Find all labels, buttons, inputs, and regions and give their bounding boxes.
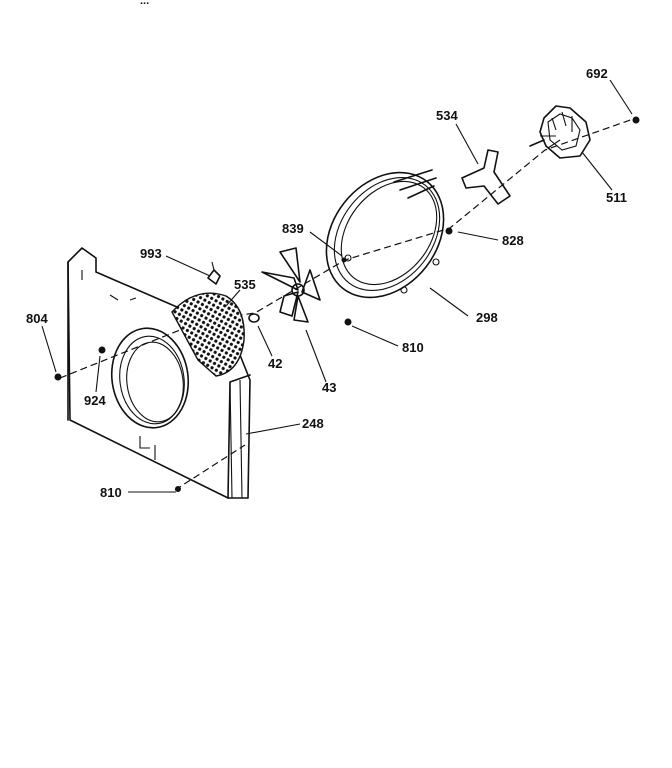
- callout-248: 248: [302, 416, 324, 431]
- callout-43: 43: [322, 380, 336, 395]
- callout-535: 535: [234, 277, 256, 292]
- callout-534: 534: [436, 108, 458, 123]
- part-535-mesh-grille: [171, 292, 245, 377]
- part-828-screw: [445, 227, 453, 235]
- callout-924: 924: [84, 393, 106, 408]
- callout-511: 511: [606, 190, 627, 205]
- header-fragment: ...: [140, 0, 149, 7]
- part-248-back-panel: [67, 247, 251, 499]
- part-924-washer: [98, 346, 106, 354]
- part-534-bracket: [461, 149, 511, 205]
- callout-839: 839: [282, 221, 304, 236]
- callout-810-lower: 810: [100, 485, 122, 500]
- callout-804: 804: [26, 311, 48, 326]
- part-43-fan-blade: [261, 247, 321, 323]
- part-42-nut: [248, 313, 260, 323]
- part-993-clip: [207, 261, 221, 285]
- callout-298: 298: [476, 310, 498, 325]
- part-692-nut: [632, 116, 640, 124]
- part-511-motor: [529, 105, 591, 159]
- part-804-screw: [54, 373, 62, 381]
- callout-42: 42: [268, 356, 282, 371]
- callout-692: 692: [586, 66, 608, 81]
- part-810-upper-screw: [344, 318, 352, 326]
- secondary-axis-line: [174, 444, 246, 491]
- callout-810-upper: 810: [402, 340, 424, 355]
- part-810-lower-screw: [175, 486, 181, 492]
- callout-993: 993: [140, 246, 162, 261]
- part-839-fitting: [341, 257, 347, 263]
- part-298-ring-element: [325, 169, 445, 299]
- leader-lines: [41, 79, 633, 493]
- callout-828: 828: [502, 233, 524, 248]
